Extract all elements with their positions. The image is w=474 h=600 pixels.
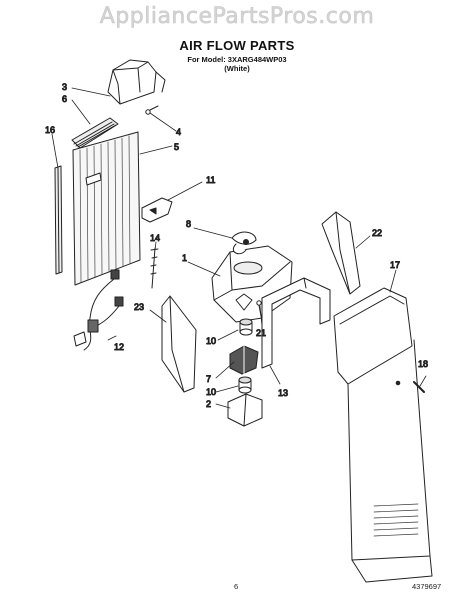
- callout-17: 17: [390, 260, 400, 270]
- callout-18: 18: [418, 359, 428, 369]
- callout-5: 5: [174, 142, 179, 152]
- callout-11: 11: [206, 175, 215, 185]
- part-14-screw: [150, 247, 159, 289]
- part-5-cover-panel: [72, 131, 141, 286]
- callout-4: 4: [176, 127, 181, 137]
- part-10-grommet-lower: [238, 376, 252, 394]
- callout-13: 13: [278, 388, 288, 398]
- part-8-fan-blade: [231, 231, 257, 255]
- callout-6: 6: [62, 94, 67, 104]
- callout-12: 12: [114, 342, 124, 352]
- color-line: (White): [224, 64, 250, 73]
- watermark: AppliancePartsPros.com: [99, 4, 375, 30]
- callout-8: 8: [186, 219, 191, 229]
- callout-2: 2: [206, 399, 211, 409]
- part-10-grommet-upper: [239, 318, 253, 336]
- callout-14: 14: [150, 233, 160, 243]
- callout-22: 22: [372, 228, 382, 238]
- callout-10-upper: 10: [206, 336, 216, 346]
- diagram-title: AIR FLOW PARTS: [179, 38, 295, 53]
- part-18-screw: [413, 381, 425, 393]
- part-22-duct-panel: [321, 211, 361, 295]
- part-23-baffle: [161, 295, 197, 393]
- part-12-wire-harness: [73, 269, 124, 351]
- page-number: 6: [234, 582, 239, 591]
- callout-7: 7: [206, 374, 211, 384]
- part-3-air-duct: [107, 59, 166, 105]
- callout-10-lower: 10: [206, 387, 216, 397]
- part-4-screw: [145, 105, 159, 115]
- callout-23: 23: [134, 302, 144, 312]
- part-17-duct-cover: [333, 287, 433, 583]
- part-13-air-channel: [261, 277, 331, 369]
- document-number: 4379697: [412, 582, 442, 591]
- part-16-strip: [54, 165, 63, 275]
- callout-3: 3: [62, 82, 67, 92]
- leader-lines: [51, 87, 427, 409]
- part-11-bracket: [141, 197, 173, 223]
- part-6-grille: [71, 117, 119, 149]
- part-2-motor-bracket: [227, 393, 263, 427]
- callout-21: 21: [256, 328, 266, 338]
- model-line: For Model: 3XARG484WP03: [187, 55, 287, 64]
- part-1-fan-housing: [211, 245, 293, 323]
- callout-16: 16: [45, 125, 55, 135]
- callout-1: 1: [182, 253, 187, 263]
- part-7-motor: [229, 345, 259, 375]
